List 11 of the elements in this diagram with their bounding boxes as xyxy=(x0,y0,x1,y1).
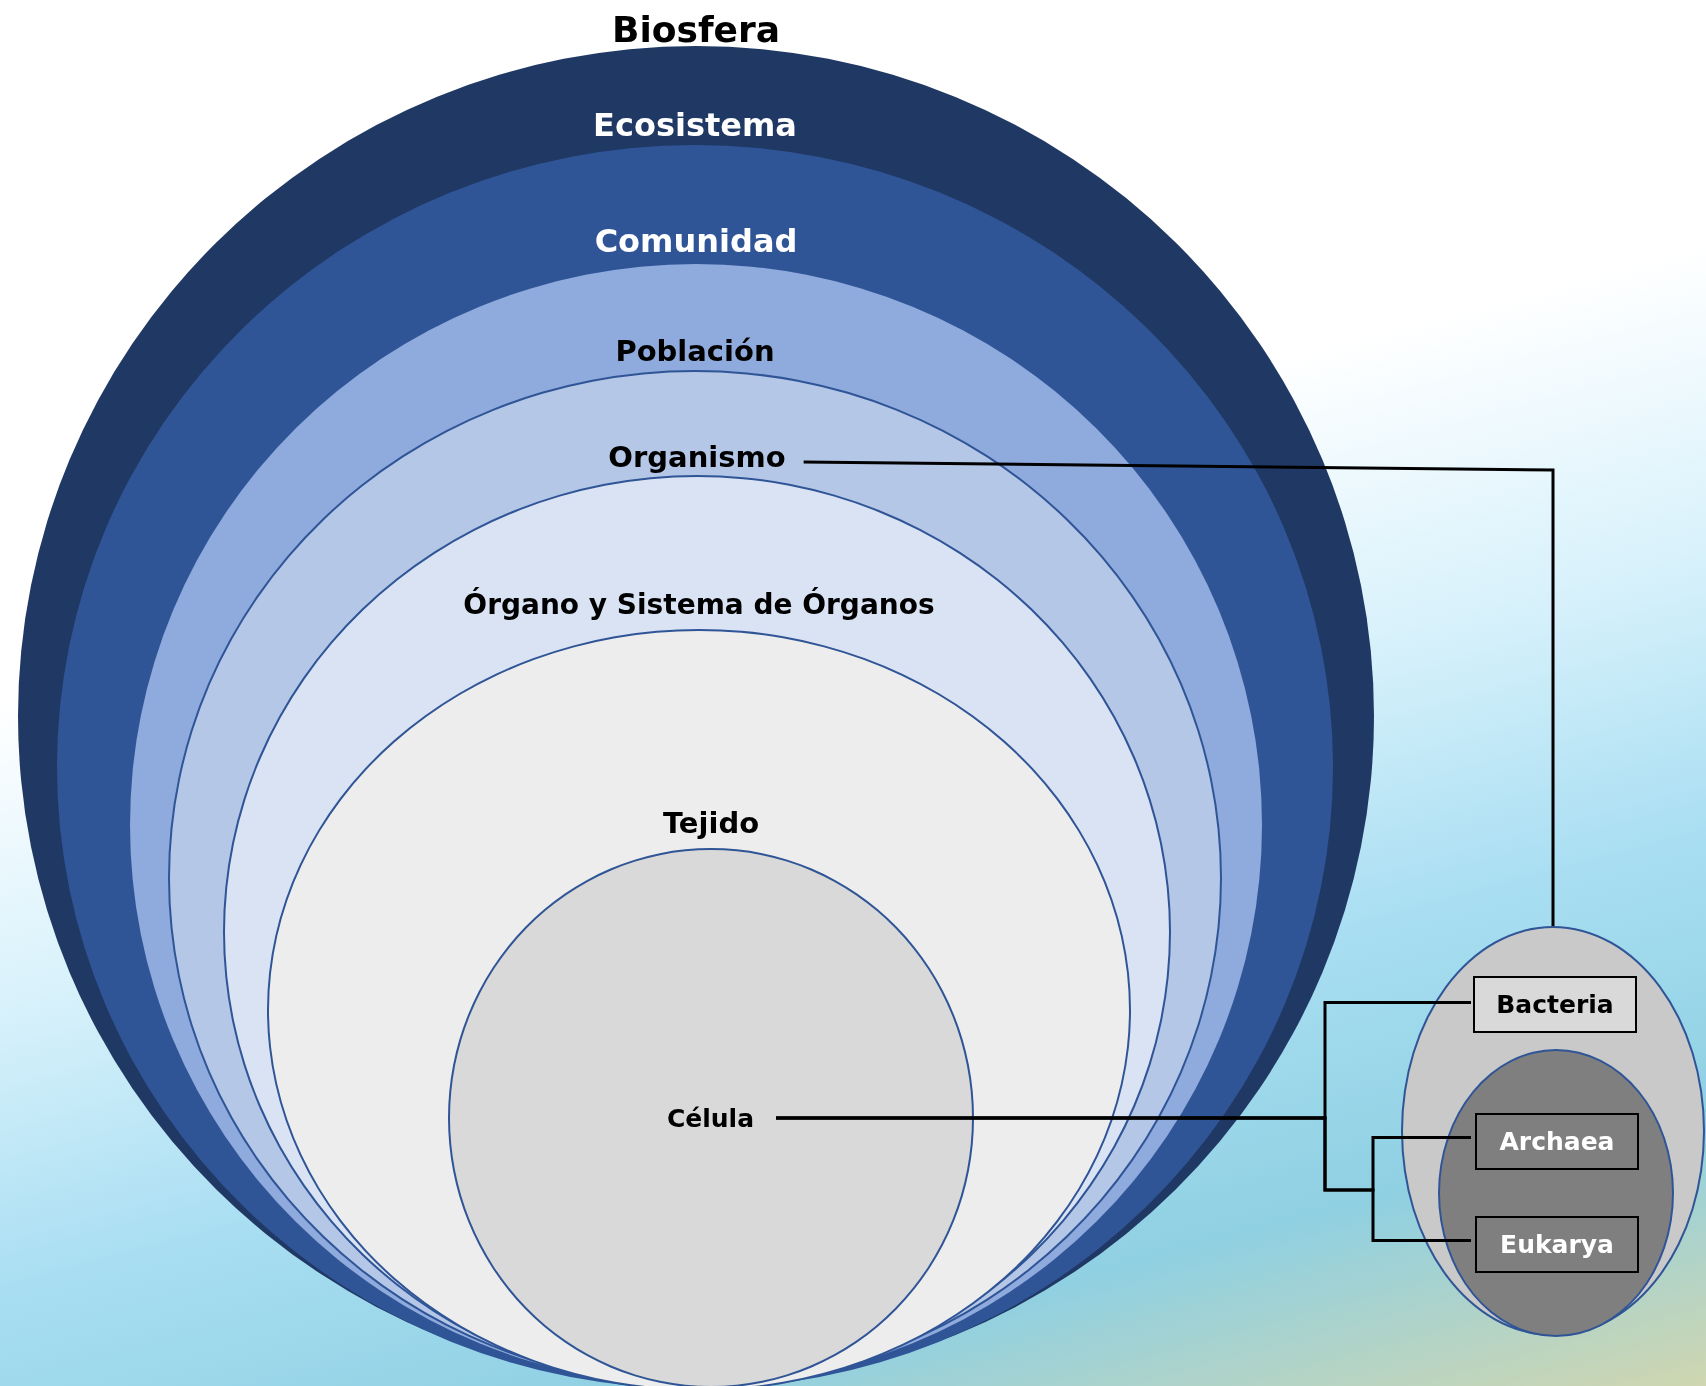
domain-box: Eukarya xyxy=(1475,1216,1639,1273)
connector-line xyxy=(803,460,1555,926)
level-label: Organismo xyxy=(608,442,786,474)
level-label: Biosfera xyxy=(611,10,781,50)
level-label: Población xyxy=(615,336,775,368)
level-label: Ecosistema xyxy=(593,108,797,144)
domain-box: Bacteria xyxy=(1473,976,1637,1033)
level-label: Célula xyxy=(663,1100,758,1136)
level-label: Tejido xyxy=(662,808,760,840)
domain-box: Archaea xyxy=(1475,1113,1639,1170)
level-label: Comunidad xyxy=(594,224,798,260)
